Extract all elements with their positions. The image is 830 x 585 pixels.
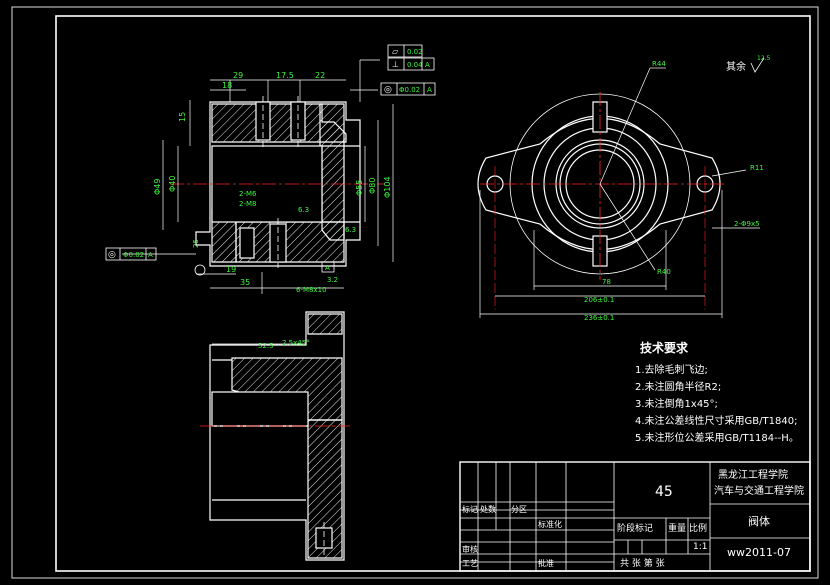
dim-phi49: Φ49	[153, 179, 162, 195]
section-view-bottom	[200, 311, 350, 561]
drawing-number: ww2011-07	[727, 546, 791, 559]
header-weight: 重量	[668, 522, 686, 534]
rough-3-2: 3.2	[327, 276, 338, 284]
tech-item-3: 3.未注倒角1x45°;	[635, 397, 718, 410]
tech-item-4: 4.未注公差线性尺寸采用GB/T1840;	[635, 414, 797, 427]
header-standardization: 标准化	[538, 519, 562, 529]
dim-15: 15	[178, 112, 187, 122]
gdt3-value: Φ0.02	[399, 86, 420, 94]
gdt2-symbol: ⊥	[392, 60, 399, 69]
roughness-value: 12.5	[757, 55, 771, 62]
header-mark: 标记	[462, 504, 478, 514]
gdt1-value: 0.02	[407, 48, 423, 56]
gdt-frames	[105, 44, 436, 276]
dim-19: 19	[226, 265, 236, 274]
rough-6-3-a: 6.3	[298, 206, 309, 214]
dim-chamfer: 2.5x45°	[282, 339, 310, 347]
gdt4-value: Φ0.02	[123, 251, 144, 259]
roughness-note: 其余	[726, 60, 746, 73]
rough-6-3-b: 6.3	[345, 226, 356, 234]
dim-52-5: 52.5	[258, 342, 274, 350]
header-review: 审核	[462, 544, 478, 554]
dim-phi80: Φ80	[368, 178, 377, 194]
outer-border	[11, 6, 819, 579]
dim-2-m8: 2-M8	[239, 200, 256, 208]
inner-frame	[55, 15, 811, 572]
material: 45	[655, 484, 673, 500]
section-view-top	[122, 59, 394, 294]
header-approve: 批准	[538, 558, 554, 568]
dim-r44: R44	[652, 60, 666, 68]
plan-view	[477, 67, 760, 318]
tech-item-5: 5.未注形位公差采用GB/T1184--H。	[635, 431, 799, 444]
college-name: 汽车与交通工程学院	[714, 484, 804, 497]
scale-value: 1:1	[693, 542, 707, 552]
dim-22: 22	[315, 71, 325, 80]
header-zone: 分区	[511, 505, 527, 514]
header-process: 工艺	[462, 559, 478, 568]
gdt3-symbol: ◎	[384, 85, 392, 95]
dim-35: 35	[240, 278, 250, 287]
header-count: 处数	[480, 504, 496, 514]
dim-r40: R40	[657, 268, 671, 276]
gdt4-symbol: ◎	[108, 250, 116, 260]
dim-2-holes: 2-Φ9x5	[734, 220, 760, 228]
header-ratio: 比例	[689, 522, 707, 534]
dim-17-5: 17.5	[276, 71, 294, 80]
sheet-count: 共 张 第 张	[620, 557, 665, 569]
school-name: 黑龙江工程学院	[718, 468, 788, 481]
dim-phi40: Φ40	[168, 176, 177, 192]
gdt2-ref: A	[425, 61, 430, 69]
dim-236: 236±0.1	[584, 314, 614, 322]
gdt4-ref: A	[148, 251, 153, 259]
dim-206: 206±0.1	[584, 296, 614, 304]
part-name: 阀体	[748, 514, 770, 528]
tech-item-1: 1.去除毛刺飞边;	[635, 363, 708, 376]
title-block	[459, 461, 811, 572]
tech-title: 技术要求	[640, 340, 689, 355]
dim-25: 25	[192, 239, 200, 248]
header-stage: 阶段标记	[617, 522, 653, 534]
dim-phi104: Φ104	[383, 176, 392, 198]
gdt1-symbol: ▱	[392, 47, 399, 56]
dim-r11: R11	[750, 164, 764, 172]
dim-phi55: Φ55	[355, 180, 364, 196]
dim-29: 29	[233, 71, 243, 80]
dim-78: 78	[602, 278, 611, 286]
gdt3-ref: A	[427, 86, 432, 94]
dim-6-m8: 6-M8x10	[296, 286, 327, 294]
datum-a: A	[325, 264, 330, 272]
dim-18: 18	[222, 81, 232, 90]
roughness-symbol	[750, 57, 765, 73]
tech-item-2: 2.未注圆角半径R2;	[635, 380, 721, 393]
gdt2-value: 0.04	[407, 61, 423, 69]
dim-2-m6: 2-M6	[239, 190, 257, 198]
